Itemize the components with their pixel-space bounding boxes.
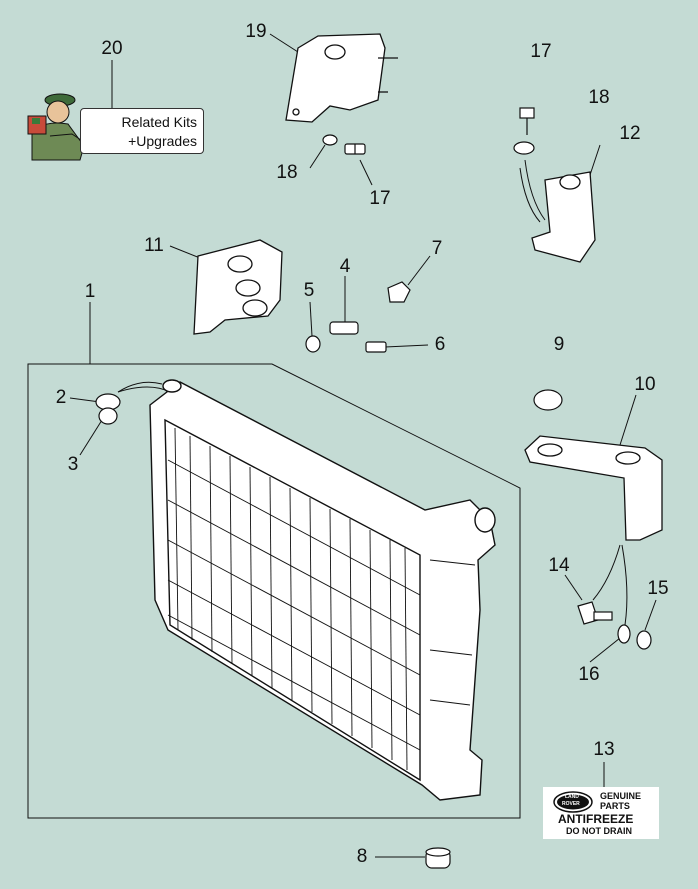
small-parts [95,281,563,425]
related-kits-line1: Related Kits [121,114,197,130]
grommet-8 [425,847,451,869]
bracket-10 [524,435,663,541]
logo-bottom-text: ROVER [562,801,580,807]
callout-7[interactable]: 7 [431,238,443,259]
callout-16[interactable]: 16 [578,664,600,685]
bolt-washers [577,601,652,650]
callout-11[interactable]: 11 [144,235,164,256]
parts-text: PARTS [600,801,630,811]
antifreeze-subtitle: DO NOT DRAIN [566,826,632,836]
antifreeze-label[interactable]: LAND ROVER GENUINE PARTS ANTIFREEZE DO N… [543,787,659,839]
callout-18[interactable]: 18 [588,87,610,108]
genuine-text: GENUINE [600,791,642,801]
related-kits-label-box: Related Kits +Upgrades [80,108,204,154]
bracket-12 [531,171,596,263]
radiator [149,379,496,801]
logo-top-text: LAND [565,794,579,800]
callout-6[interactable]: 6 [434,334,446,355]
callout-15[interactable]: 15 [647,578,669,599]
callout-12[interactable]: 12 [619,123,641,144]
callout-17[interactable]: 17 [530,41,552,62]
callout-4[interactable]: 4 [339,256,351,277]
callout-18[interactable]: 18 [276,162,298,183]
callout-5[interactable]: 5 [303,280,315,301]
antifreeze-title: ANTIFREEZE [558,812,634,826]
land-rover-logo [553,791,593,813]
callout-1[interactable]: 1 [84,281,96,302]
callout-17[interactable]: 17 [369,188,391,209]
callout-19[interactable]: 19 [245,21,267,42]
bracket-19 [285,33,398,123]
related-kits-line2: +Upgrades [128,133,197,149]
mechanic-icon [27,93,85,161]
callout-2[interactable]: 2 [55,387,67,408]
bracket-11 [193,239,283,335]
callout-9[interactable]: 9 [553,334,565,355]
washer-and-bolt [322,107,535,155]
callout-10[interactable]: 10 [634,374,656,395]
callout-13[interactable]: 13 [593,739,615,760]
callout-20[interactable]: 20 [101,38,123,59]
callout-14[interactable]: 14 [548,555,570,576]
callout-3[interactable]: 3 [67,454,79,475]
related-kits-button[interactable]: Related Kits +Upgrades [24,86,204,162]
callout-8[interactable]: 8 [356,846,368,867]
